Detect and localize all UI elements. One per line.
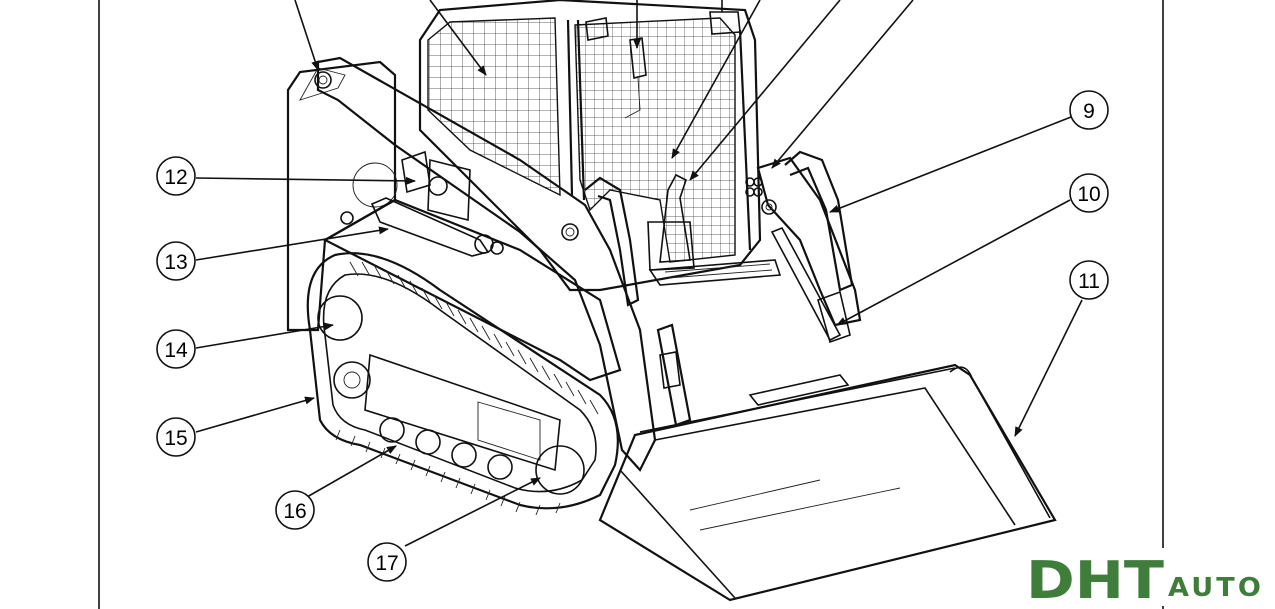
callout-label: 11 — [1078, 270, 1100, 293]
road-wheel — [487, 454, 513, 480]
road-wheel — [451, 442, 477, 468]
watermark-brand-main: DHT — [1026, 551, 1165, 609]
callout-label: 15 — [164, 427, 187, 450]
callout-13: 13 — [156, 241, 196, 281]
cab-frame — [418, 0, 762, 292]
grab-handle — [784, 150, 854, 292]
cab-left-window — [427, 17, 561, 197]
machine-illustration — [286, 0, 1057, 602]
callout-15: 15 — [156, 417, 196, 457]
front-idler — [317, 295, 363, 341]
watermark-brand-sub: AUTO — [1168, 573, 1264, 603]
page-frame — [98, 0, 1164, 609]
callout-17: 17 — [367, 542, 407, 582]
callout-label: 17 — [375, 552, 398, 575]
callout-label: 13 — [164, 251, 187, 274]
road-wheel — [415, 429, 441, 455]
callout-14: 14 — [156, 329, 196, 369]
cab-front-window — [574, 17, 736, 263]
engine-grille — [401, 150, 431, 194]
callout-11: 11 — [1069, 260, 1109, 300]
right-lift-cylinder — [770, 226, 842, 342]
callout-16: 16 — [275, 490, 315, 530]
leader-lines — [195, 0, 1083, 547]
callout-12: 12 — [156, 156, 196, 196]
bucket — [598, 363, 1057, 602]
watermark-logo: DHT AUTO — [1022, 548, 1270, 609]
drive-sprocket — [333, 361, 371, 399]
road-wheel — [379, 417, 405, 443]
callout-label: 12 — [164, 166, 187, 189]
callout-10: 10 — [1069, 173, 1109, 213]
rubber-track — [306, 252, 619, 516]
callout-label: 16 — [283, 500, 306, 523]
left-lift-arm — [316, 56, 657, 472]
callout-label: 14 — [164, 339, 188, 362]
callout-9: 9 — [1069, 90, 1109, 130]
callout-label: 10 — [1077, 183, 1100, 206]
control-joystick — [659, 173, 691, 263]
tilt-cylinder — [370, 197, 490, 257]
callout-label: 9 — [1083, 100, 1095, 123]
